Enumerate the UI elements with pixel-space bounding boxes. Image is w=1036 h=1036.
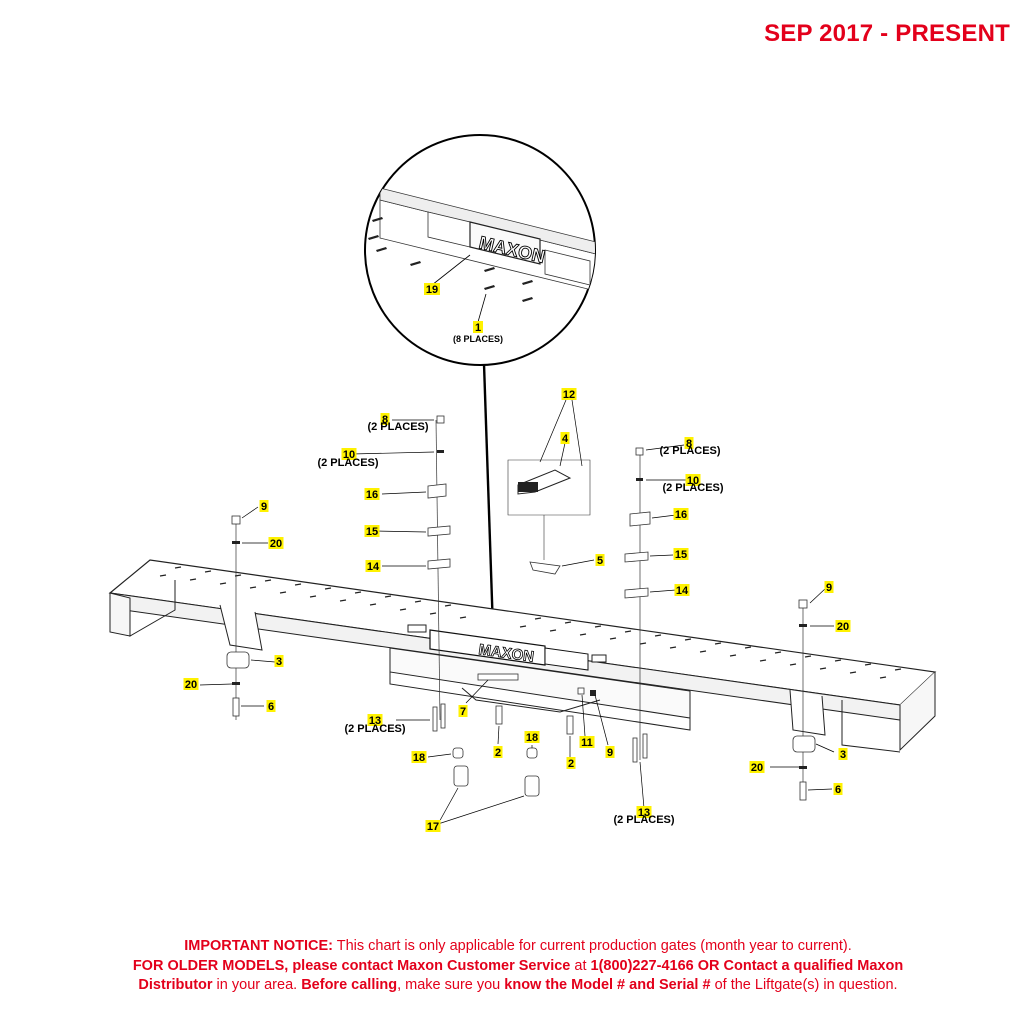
callout-18: 18 [411,751,427,764]
notice-text-3a: in your area. [212,977,302,993]
inset-pointer-line [482,363,495,631]
callout-8: 8(2 PLACES) [367,413,429,433]
callout-number: 2 [495,747,501,759]
callout-20: 20 [749,761,765,774]
callout-17: 17 [425,820,441,833]
notice-phone: 1(800)227-4166 OR Contact a qualified Ma… [590,958,904,974]
callout-number: 15 [366,526,378,538]
callout-2: 2 [493,746,503,759]
callout-2: 2 [566,757,576,770]
callout-qty: (2 PLACES) [344,723,405,735]
notice-before-calling: Before calling [301,977,398,993]
callout-number: 14 [367,561,380,573]
callout-number: 4 [562,433,569,445]
callout-number: 20 [751,762,763,774]
callout-number: 6 [268,701,274,713]
notice-text-3c: of the Liftgate(s) in question. [710,977,898,993]
callout-6: 6 [833,783,843,796]
notice-line-3: Distributor in your area. Before calling… [0,976,1036,995]
callout-11: 11 [579,736,595,749]
callout-16: 16 [673,508,689,521]
callout-3: 3 [274,655,284,668]
callout-15: 15 [364,525,380,538]
callout-14: 14 [365,560,381,573]
callout-qty: (2 PLACES) [317,457,378,469]
callout-inset-1: 1 [473,321,483,334]
detail-inset: MAXON 19 1 (8 PLACES) [364,134,596,366]
callout-number: 2 [568,758,574,770]
notice-line-2: FOR OLDER MODELS, please contact Maxon C… [0,957,1036,976]
bumper-assembly: MAXON [108,559,937,753]
callout-number: 14 [676,585,689,597]
callout-20: 20 [268,537,284,550]
notice-heading: IMPORTANT NOTICE: [184,938,333,954]
callout-3: 3 [838,748,848,761]
callout-number: 13 [369,715,381,727]
callout-16: 16 [364,488,380,501]
inset-1-qty: (8 PLACES) [453,334,503,344]
callout-number: 5 [597,555,603,567]
notice-distributor: Distributor [138,977,213,993]
notice-text-2a: at [570,958,591,974]
leader-lines [199,399,835,825]
callout-number: 10 [343,449,355,461]
callout-qty: (2 PLACES) [659,445,720,457]
callout-10: 10(2 PLACES) [317,448,379,469]
callout-number: 15 [675,549,687,561]
callout-10: 10(2 PLACES) [662,474,724,494]
callout-12: 12 [561,388,577,401]
callout-number: 9 [261,501,267,513]
callout-6: 6 [266,700,276,713]
callout-number: 3 [276,656,282,668]
callout-number: 11 [581,737,593,749]
svg-text:19: 19 [426,284,438,296]
notice-text-3b: , make sure you [397,977,505,993]
svg-text:1: 1 [475,322,481,334]
callout-number: 8 [382,414,388,426]
callout-13: 13(2 PLACES) [344,714,406,735]
callout-number: 17 [427,821,439,833]
callout-number: 7 [460,706,466,718]
callout-9: 9 [605,746,615,759]
callout-number: 13 [638,807,650,819]
callout-20: 20 [183,678,199,691]
notice-model-serial: know the Model # and Serial # [504,977,711,993]
notice-line-1: IMPORTANT NOTICE: This chart is only app… [0,937,1036,956]
callout-number: 9 [607,747,613,759]
callout-number: 3 [840,749,846,761]
callout-14: 14 [674,584,690,597]
callout-9: 9 [824,581,834,594]
callout-number: 10 [687,475,699,487]
callout-qty: (2 PLACES) [613,814,674,826]
callout-18: 18 [524,731,540,744]
callout-inset-19: 19 [424,283,440,296]
callout-20: 20 [835,620,851,633]
callout-number: 18 [526,732,538,744]
callout-number: 8 [686,438,692,450]
callout-qty: (2 PLACES) [367,421,428,433]
callout-number: 20 [837,621,849,633]
callout-number: 18 [413,752,425,764]
callout-number: 20 [270,538,282,550]
callout-8: 8(2 PLACES) [659,437,721,457]
callout-number: 20 [185,679,197,691]
callout-9: 9 [259,500,269,513]
callout-number: 6 [835,784,841,796]
notice-text-1: This chart is only applicable for curren… [332,938,852,954]
callout-7: 7 [458,705,468,718]
callout-number: 16 [366,489,378,501]
callout-number: 9 [826,582,832,594]
exploded-parts [226,415,816,801]
callout-15: 15 [673,548,689,561]
callout-number: 16 [675,509,687,521]
callout-qty: (2 PLACES) [662,482,723,494]
notice-older-models: FOR OLDER MODELS, please contact Maxon C… [132,958,571,974]
date-range-header: SEP 2017 - PRESENT [764,20,1010,47]
callout-13: 13(2 PLACES) [613,806,675,826]
callout-5: 5 [595,554,605,567]
callout-4: 4 [560,432,570,445]
callout-number: 12 [563,389,575,401]
